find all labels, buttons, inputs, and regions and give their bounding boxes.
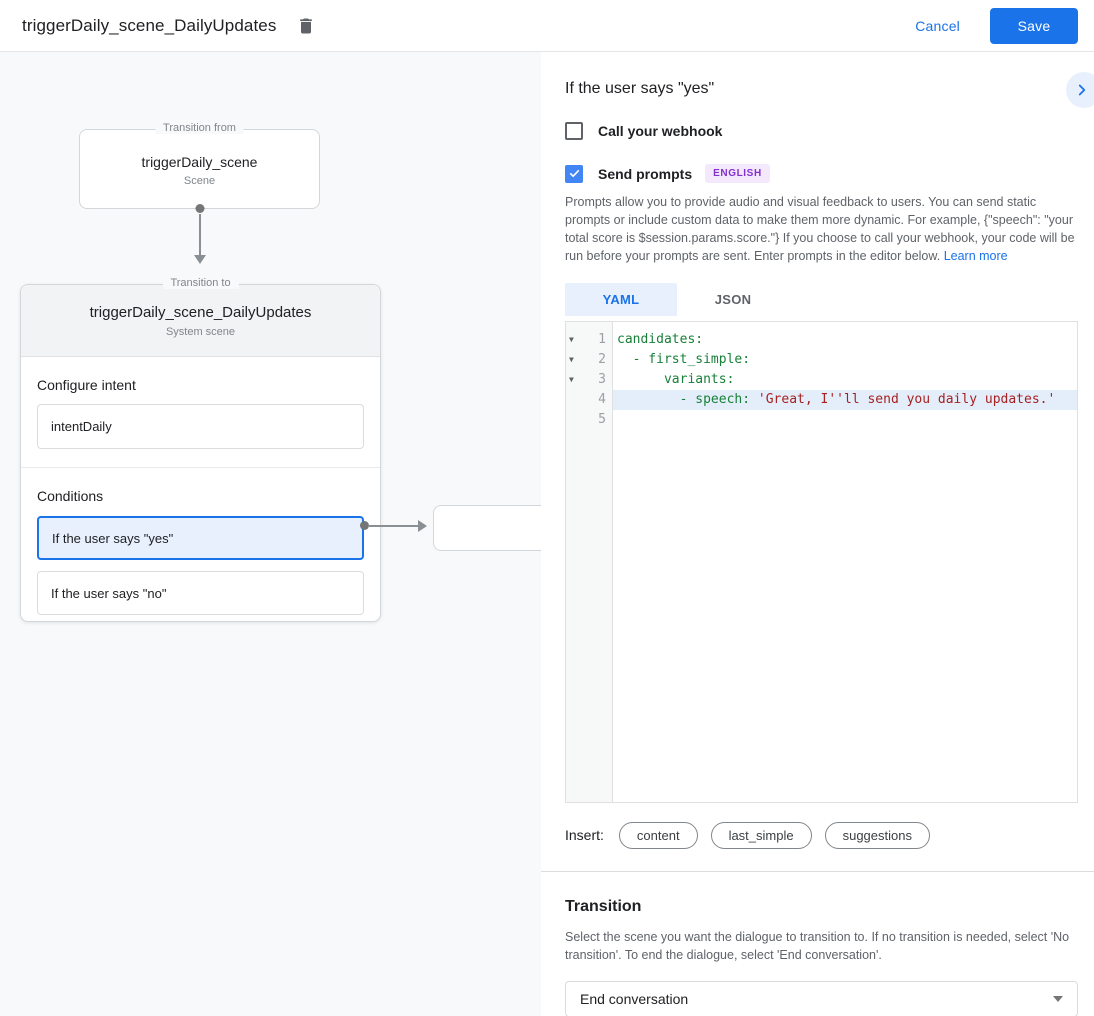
prompts-description-text: Prompts allow you to provide audio and v… — [565, 195, 1075, 263]
collapse-panel-button[interactable] — [1066, 72, 1094, 108]
prompts-description: Prompts allow you to provide audio and v… — [565, 194, 1078, 266]
arrow-right-icon — [418, 520, 427, 532]
gutter-row: 4 — [566, 390, 612, 410]
scene-diagram-canvas: Transition from triggerDaily_scene Scene… — [0, 52, 541, 1016]
transition-from-scene-card[interactable]: Transition from triggerDaily_scene Scene — [79, 122, 320, 213]
code-token: candidates: — [617, 331, 704, 347]
code-token: - speech: — [617, 391, 758, 407]
insert-row: Insert: content last_simple suggestions — [565, 821, 1078, 849]
connector-dot — [360, 521, 369, 530]
conditions-label: Conditions — [37, 488, 104, 504]
delete-scene-button[interactable] — [294, 14, 318, 38]
fold-arrow-icon[interactable]: ▼ — [569, 335, 574, 344]
gutter-row: ▼3 — [566, 370, 612, 390]
line-number: 4 — [598, 392, 606, 407]
divider — [541, 870, 1094, 872]
tab-yaml[interactable]: YAML — [565, 282, 677, 316]
save-button[interactable]: Save — [990, 7, 1078, 44]
transition-select[interactable]: End conversation — [565, 980, 1078, 1016]
transition-to-scene-card: Transition to triggerDaily_scene_DailyUp… — [20, 277, 381, 622]
transition-section-title: Transition — [565, 897, 642, 915]
trash-icon — [300, 18, 313, 33]
line-number: 2 — [598, 352, 606, 367]
from-scene-name: triggerDaily_scene — [141, 154, 258, 170]
topbar: triggerDaily_scene_DailyUpdates Cancel S… — [0, 0, 1094, 52]
transition-to-legend: Transition to — [162, 277, 239, 289]
transition-description: Select the scene you want the dialogue t… — [565, 929, 1070, 962]
condition-panel-title: If the user says "yes" — [565, 80, 715, 97]
insert-suggestions-button[interactable]: suggestions — [824, 821, 930, 849]
code-token: - first_simple: — [617, 351, 751, 367]
insert-content-button[interactable]: content — [618, 821, 698, 849]
editor-format-tabs: YAML JSON — [565, 282, 1078, 316]
editor-code[interactable]: candidates: - first_simple: variants: - … — [613, 321, 1077, 802]
webhook-label: Call your webhook — [598, 123, 723, 139]
to-scene-type: System scene — [165, 326, 236, 338]
connector-line-horizontal — [368, 525, 419, 527]
intent-field[interactable]: intentDaily — [37, 404, 364, 449]
code-line[interactable]: candidates: — [613, 330, 1077, 350]
connector-line-vertical — [199, 214, 201, 256]
cancel-button[interactable]: Cancel — [915, 17, 960, 34]
check-icon — [569, 169, 579, 178]
insert-last-simple-button[interactable]: last_simple — [710, 821, 812, 849]
gutter-row: 5 — [566, 410, 612, 430]
divider — [21, 467, 380, 468]
send-prompts-row: Send prompts ENGLISH — [565, 164, 1078, 183]
condition-editor-panel: If the user says "yes" Call your webhook… — [541, 52, 1094, 1016]
code-token: variants: — [617, 371, 735, 387]
code-line[interactable]: - speech: 'Great, I''ll send you daily u… — [613, 389, 1077, 410]
to-scene-header[interactable]: Transition to triggerDaily_scene_DailyUp… — [21, 277, 380, 357]
condition-item-no[interactable]: If the user says "no" — [37, 571, 364, 615]
dropdown-caret-icon — [1053, 995, 1063, 1002]
code-line[interactable]: variants: — [613, 370, 1077, 390]
from-scene-type: Scene — [183, 175, 216, 187]
code-line[interactable] — [613, 410, 1077, 430]
transition-from-legend: Transition from — [155, 122, 244, 134]
transition-select-value: End conversation — [580, 990, 689, 1007]
fold-arrow-icon[interactable]: ▼ — [569, 375, 574, 384]
webhook-checkbox[interactable] — [565, 122, 583, 140]
line-number: 5 — [598, 412, 606, 427]
send-prompts-checkbox[interactable] — [565, 164, 583, 183]
arrow-down-icon — [194, 255, 206, 264]
line-number: 3 — [598, 372, 606, 387]
send-prompts-label: Send prompts — [598, 165, 693, 182]
insert-label: Insert: — [565, 827, 604, 843]
code-token: 'Great, I''ll send you daily updates.' — [757, 391, 1056, 407]
page-title: triggerDaily_scene_DailyUpdates — [22, 15, 277, 35]
tab-json[interactable]: JSON — [714, 291, 752, 307]
gutter-row: ▼2 — [566, 350, 612, 370]
condition-item-yes[interactable]: If the user says "yes" — [37, 516, 364, 560]
connector-dot — [195, 204, 204, 213]
code-line[interactable]: - first_simple: — [613, 350, 1077, 370]
language-badge: ENGLISH — [705, 164, 770, 183]
learn-more-link[interactable]: Learn more — [943, 248, 1008, 263]
gutter-row: ▼1 — [566, 330, 612, 350]
transition-target-node[interactable] — [433, 505, 541, 551]
configure-intent-label: Configure intent — [37, 377, 136, 393]
line-number: 1 — [598, 332, 606, 347]
webhook-row: Call your webhook — [565, 122, 1078, 140]
fold-arrow-icon[interactable]: ▼ — [569, 355, 574, 364]
to-scene-name: triggerDaily_scene_DailyUpdates — [89, 304, 312, 321]
chevron-right-icon — [1078, 84, 1086, 96]
